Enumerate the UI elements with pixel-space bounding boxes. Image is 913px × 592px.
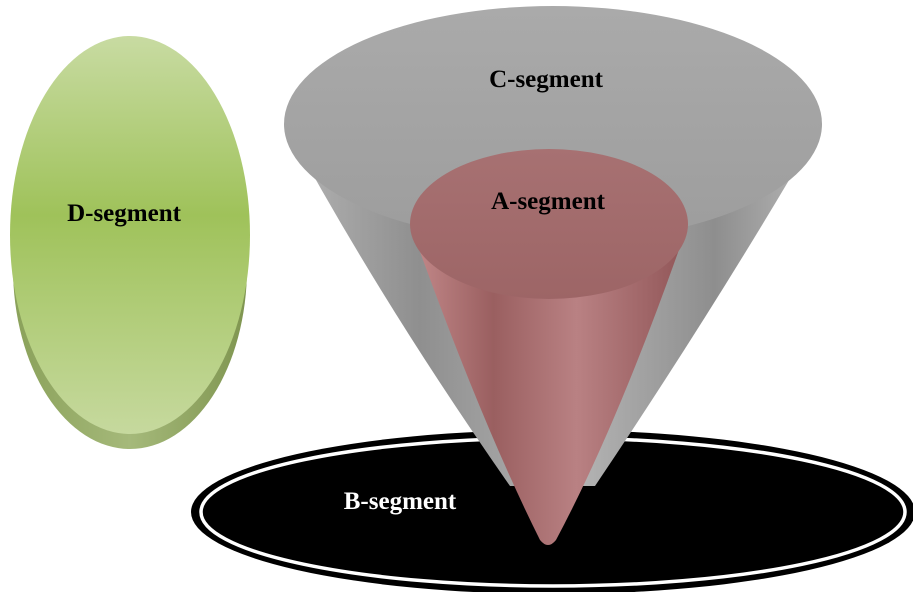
a-segment-shape — [410, 149, 688, 545]
d-segment-shape — [10, 36, 250, 449]
d-segment-top — [10, 36, 250, 434]
a-segment-top — [410, 149, 688, 299]
a-segment-side — [410, 224, 688, 545]
d-segment-label: D-segment — [67, 200, 182, 227]
a-segment-label: A-segment — [491, 188, 606, 215]
b-segment-label: B-segment — [344, 488, 457, 515]
c-segment-label: C-segment — [489, 66, 604, 93]
c-segment-top — [284, 6, 822, 242]
